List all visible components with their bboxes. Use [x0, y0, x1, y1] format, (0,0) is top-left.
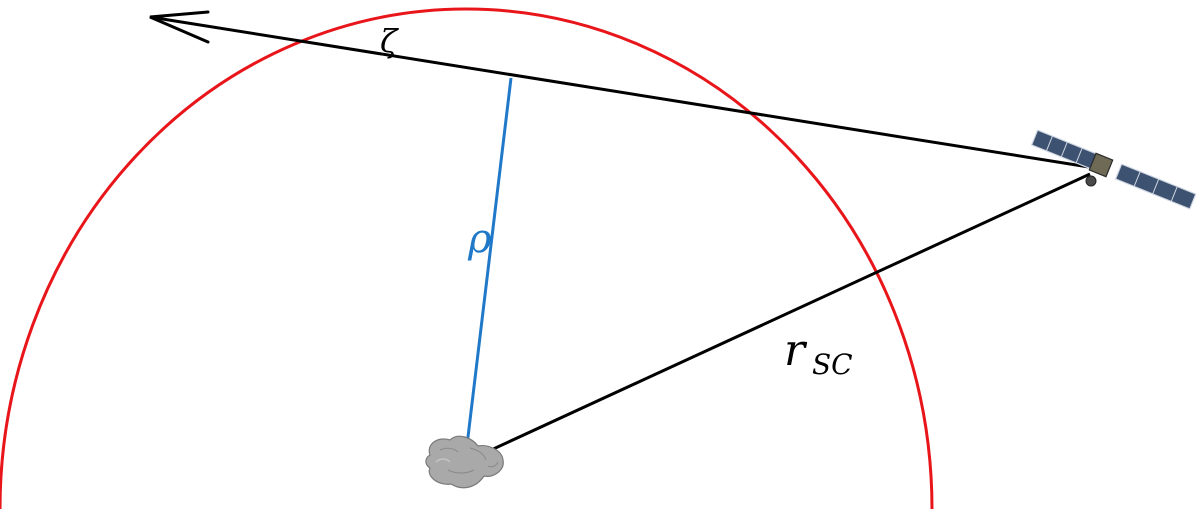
r-sc-label-subscript: SC — [812, 348, 853, 381]
r-sc-label: r SC — [784, 325, 853, 381]
line-of-sight — [149, 15, 1096, 170]
coma-boundary-circle — [0, 7, 934, 509]
spacecraft-icon — [1030, 129, 1197, 210]
zeta-label: ζ — [380, 22, 399, 60]
spacecraft-body — [1088, 152, 1114, 178]
r-sc-label-main: r — [784, 325, 808, 376]
line-of-sight-arrowhead — [149, 10, 210, 44]
spacecraft-position-vector — [464, 172, 1091, 464]
rho-label: ρ — [467, 216, 492, 262]
comet-nucleus-icon — [425, 435, 504, 489]
impact-parameter-line — [463, 77, 513, 463]
